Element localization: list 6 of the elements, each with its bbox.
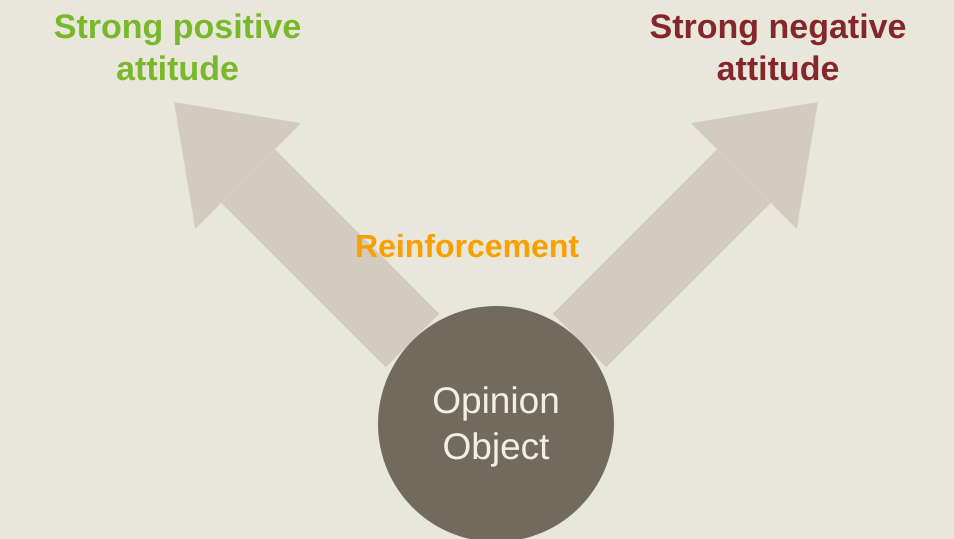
node-text: Opinion Object bbox=[431, 379, 561, 469]
block-arrow bbox=[174, 102, 440, 368]
center-label: Reinforcement bbox=[355, 228, 580, 265]
block-arrow bbox=[552, 102, 818, 368]
attitude-heading: Strong negative attitude bbox=[603, 6, 953, 90]
attitude-heading: Strong positive attitude bbox=[5, 6, 350, 90]
